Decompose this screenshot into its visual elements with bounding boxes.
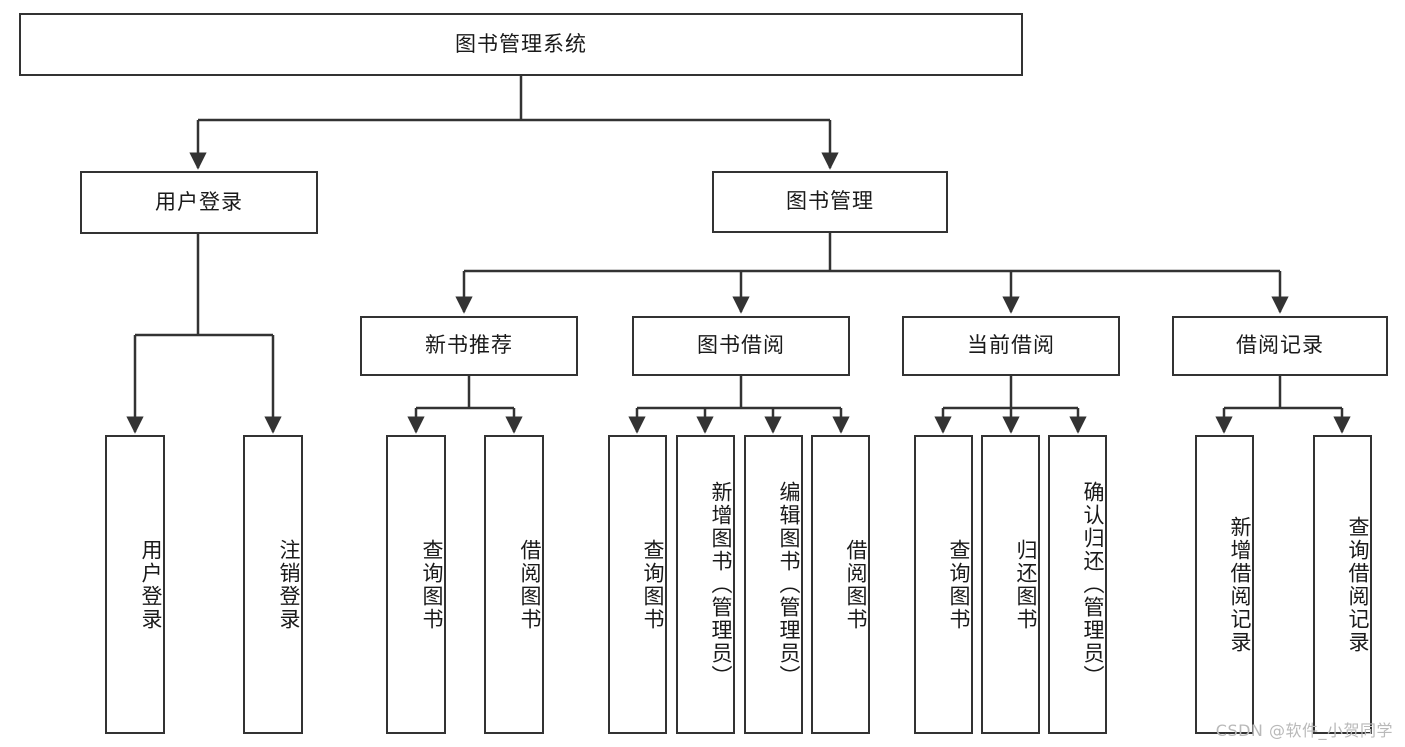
node-label: 注销登录 bbox=[277, 538, 301, 631]
node-label: 查询借阅记录 bbox=[1346, 515, 1370, 654]
node-label: 新增图书（管理员） bbox=[709, 481, 733, 688]
node-borrow-record[interactable]: 借阅记录 bbox=[1172, 316, 1388, 376]
node-label: 新增借阅记录 bbox=[1228, 515, 1252, 654]
node-leaf-user-login-logout[interactable]: 注销登录 bbox=[243, 435, 303, 734]
node-label: 借阅记录 bbox=[1236, 333, 1324, 358]
node-leaf-current-borrow-return[interactable]: 归还图书 bbox=[981, 435, 1040, 734]
node-leaf-book-borrow-query[interactable]: 查询图书 bbox=[608, 435, 667, 734]
node-leaf-current-borrow-confirm[interactable]: 确认归还（管理员） bbox=[1048, 435, 1107, 734]
node-label: 借阅图书 bbox=[518, 538, 542, 631]
node-book-management[interactable]: 图书管理 bbox=[712, 171, 948, 233]
node-leaf-new-book-query[interactable]: 查询图书 bbox=[386, 435, 446, 734]
node-label: 新书推荐 bbox=[425, 333, 513, 358]
node-label: 图书管理系统 bbox=[455, 31, 587, 56]
node-leaf-borrow-record-query[interactable]: 查询借阅记录 bbox=[1313, 435, 1372, 734]
node-label: 借阅图书 bbox=[844, 538, 868, 631]
node-leaf-book-borrow-add[interactable]: 新增图书（管理员） bbox=[676, 435, 735, 734]
node-leaf-new-book-borrow[interactable]: 借阅图书 bbox=[484, 435, 544, 734]
node-current-borrow[interactable]: 当前借阅 bbox=[902, 316, 1120, 376]
node-user-login[interactable]: 用户登录 bbox=[80, 171, 318, 234]
node-leaf-user-login-login[interactable]: 用户登录 bbox=[105, 435, 165, 734]
node-book-borrow[interactable]: 图书借阅 bbox=[632, 316, 850, 376]
node-label: 编辑图书（管理员） bbox=[777, 481, 801, 688]
node-new-book-recommend[interactable]: 新书推荐 bbox=[360, 316, 578, 376]
node-label: 查询图书 bbox=[947, 538, 971, 631]
node-label: 确认归还（管理员） bbox=[1081, 481, 1105, 688]
node-leaf-current-borrow-query[interactable]: 查询图书 bbox=[914, 435, 973, 734]
node-label: 查询图书 bbox=[641, 538, 665, 631]
node-leaf-book-borrow-edit[interactable]: 编辑图书（管理员） bbox=[744, 435, 803, 734]
node-label: 查询图书 bbox=[420, 538, 444, 631]
node-label: 当前借阅 bbox=[967, 333, 1055, 358]
node-root-book-management-system[interactable]: 图书管理系统 bbox=[19, 13, 1023, 76]
node-label: 用户登录 bbox=[139, 538, 163, 631]
watermark-text: CSDN @软件_小贺同学 bbox=[1215, 721, 1393, 740]
node-label: 图书借阅 bbox=[697, 333, 785, 358]
node-leaf-borrow-record-add[interactable]: 新增借阅记录 bbox=[1195, 435, 1254, 734]
node-label: 归还图书 bbox=[1014, 538, 1038, 631]
node-label: 用户登录 bbox=[155, 189, 243, 214]
node-label: 图书管理 bbox=[786, 189, 874, 214]
node-leaf-book-borrow-borrow[interactable]: 借阅图书 bbox=[811, 435, 870, 734]
